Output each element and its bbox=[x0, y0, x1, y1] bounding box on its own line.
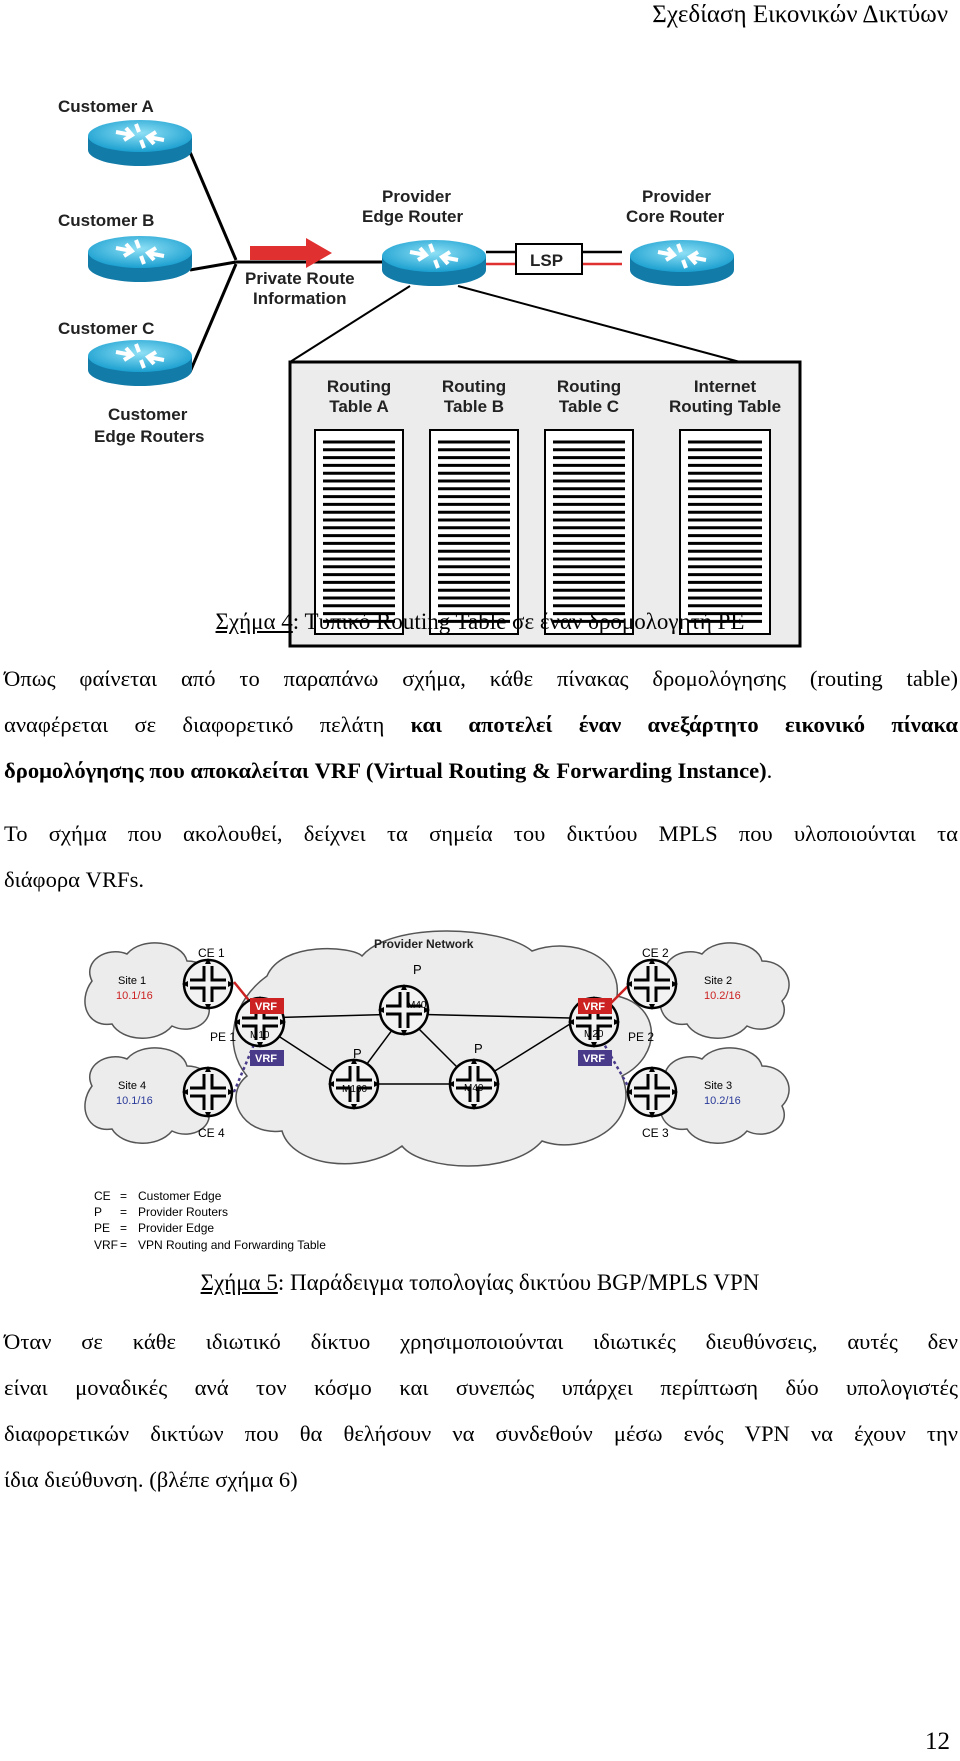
pe1-label: PE 1 bbox=[210, 1030, 236, 1044]
customer-a-router-icon bbox=[86, 118, 194, 168]
figure-5-caption: Σχήμα 5: Παράδειγμα τοπολογίας δικτύου B… bbox=[0, 1269, 960, 1297]
private-route-arrow-icon bbox=[250, 238, 332, 268]
ce3-label: CE 3 bbox=[642, 1126, 669, 1140]
figure-5-diagram: Provider Network M10 M20 M40 M160 M40 P … bbox=[84, 930, 790, 1252]
site-4-net: 10.1/16 bbox=[116, 1095, 153, 1107]
provider-core-label-2: Core Router bbox=[626, 207, 725, 226]
paragraph-1-line-2-bold: και αποτελεί έναν ανεξάρτητο εικονικό πί… bbox=[410, 712, 958, 737]
site-3-net: 10.2/16 bbox=[704, 1095, 741, 1107]
vrf-red-label-right: VRF bbox=[583, 1001, 605, 1013]
figure-4-caption-text: : Τυπικό Routing Table σε έναν δρομολογη… bbox=[292, 609, 745, 634]
provider-network-cloud bbox=[232, 930, 653, 1167]
provider-edge-router-icon bbox=[380, 238, 488, 288]
site-3-label: Site 3 bbox=[704, 1080, 732, 1092]
provider-core-router-icon bbox=[628, 238, 736, 288]
paragraph-1-line-2-normal: αναφέρεται σε διαφορετικό πελάτη bbox=[4, 712, 411, 737]
ce1-label: CE 1 bbox=[198, 946, 225, 960]
site-1-label: Site 1 bbox=[118, 975, 146, 987]
customer-c-router-icon bbox=[86, 338, 194, 388]
vrf-red-label-left: VRF bbox=[255, 1001, 277, 1013]
p-label-right: P bbox=[474, 1041, 483, 1056]
paragraph-1: Όπως φαίνεται από το παραπάνω σχήμα, κάθ… bbox=[4, 656, 958, 794]
legend-abbr-vrf: VRF bbox=[94, 1238, 118, 1252]
site-2-label: Site 2 bbox=[704, 975, 732, 987]
legend-desc-p: Provider Routers bbox=[138, 1205, 228, 1219]
pe2-label: PE 2 bbox=[628, 1030, 654, 1044]
provider-edge-label-2: Edge Router bbox=[362, 207, 463, 226]
figure-5-legend: CE = Customer Edge P = Provider Routers … bbox=[94, 1189, 326, 1252]
p-label-left: P bbox=[353, 1046, 362, 1061]
m20-label: M20 bbox=[584, 1029, 604, 1040]
lsp-label: LSP bbox=[530, 251, 563, 270]
legend-eq-p: = bbox=[120, 1205, 127, 1219]
m40-right-label: M40 bbox=[464, 1083, 484, 1094]
legend-desc-vrf: VPN Routing and Forwarding Table bbox=[138, 1238, 326, 1252]
customer-c-label: Customer C bbox=[58, 319, 154, 338]
routing-table-subtitle-0: Table A bbox=[329, 397, 389, 416]
customer-b-router-icon bbox=[86, 234, 194, 284]
routing-table-title-0: Routing bbox=[327, 377, 391, 396]
routing-table-subtitle-1: Table B bbox=[444, 397, 504, 416]
paragraph-1-line-2: αναφέρεται σε διαφορετικό πελάτη και απο… bbox=[4, 702, 958, 748]
routing-table-title-3: Internet bbox=[694, 377, 757, 396]
paragraph-3-line-3: διαφορετικών δικτύων που θα θελήσουν να … bbox=[4, 1421, 958, 1446]
customer-edge-label-1: Customer bbox=[108, 405, 188, 424]
routing-table-title-1: Routing bbox=[442, 377, 506, 396]
page-header: Σχεδίαση Εικονικών Δικτύων bbox=[652, 1, 948, 28]
legend-eq-pe: = bbox=[120, 1221, 127, 1235]
paragraph-3-line-4: ίδια διεύθυνση. (βλέπε σχήμα 6) bbox=[4, 1467, 298, 1492]
figure-4-caption-prefix: Σχήμα 4 bbox=[215, 609, 293, 634]
provider-edge-label-1: Provider bbox=[382, 187, 451, 206]
m40-top-label: M40 bbox=[407, 1000, 427, 1011]
paragraph-1-line-3-end: . bbox=[766, 758, 773, 783]
paragraph-2: Το σχήμα που ακολουθεί, δείχνει τα σημεί… bbox=[4, 811, 958, 903]
private-route-label-1: Private Route bbox=[245, 269, 355, 288]
site-1-net: 10.1/16 bbox=[116, 990, 153, 1002]
routing-table-subtitle-2: Table C bbox=[559, 397, 619, 416]
page-number: 12 bbox=[925, 1728, 950, 1755]
legend-eq-ce: = bbox=[120, 1189, 127, 1203]
legend-abbr-p: P bbox=[94, 1205, 102, 1219]
m10-label: M10 bbox=[250, 1030, 270, 1041]
provider-network-label: Provider Network bbox=[374, 937, 474, 951]
private-route-label-2: Information bbox=[253, 289, 347, 308]
paragraph-1-line-1: Όπως φαίνεται από το παραπάνω σχήμα, κάθ… bbox=[4, 666, 958, 691]
legend-desc-pe: Provider Edge bbox=[138, 1221, 214, 1235]
m160-label: M160 bbox=[342, 1084, 367, 1095]
p-label-top: P bbox=[413, 962, 422, 977]
paragraph-3-line-2: είναι μοναδικές ανά τον κόσμο και συνεπώ… bbox=[4, 1375, 958, 1400]
routing-table-box-0 bbox=[314, 429, 404, 635]
customer-a-label: Customer A bbox=[58, 97, 154, 116]
routing-table-box-3 bbox=[679, 429, 771, 635]
site-3-cloud bbox=[659, 1047, 790, 1144]
routing-table-box-2 bbox=[544, 429, 634, 635]
site-2-cloud bbox=[659, 942, 790, 1039]
customer-b-label: Customer B bbox=[58, 211, 154, 230]
provider-core-label-1: Provider bbox=[642, 187, 711, 206]
figure-4-caption: Σχήμα 4: Τυπικό Routing Table σε έναν δρ… bbox=[0, 608, 960, 636]
figure-4-diagram: Customer A Customer B Customer C Custome… bbox=[58, 97, 802, 648]
legend-eq-vrf: = bbox=[120, 1238, 127, 1252]
site-4-label: Site 4 bbox=[118, 1080, 146, 1092]
ce4-label: CE 4 bbox=[198, 1126, 225, 1140]
paragraph-3-line-1: Όταν σε κάθε ιδιωτικό δίκτυο χρησιμοποιο… bbox=[4, 1329, 958, 1354]
ce2-label: CE 2 bbox=[642, 946, 669, 960]
paragraph-3: Όταν σε κάθε ιδιωτικό δίκτυο χρησιμοποιο… bbox=[4, 1319, 958, 1503]
paragraph-1-line-3-bold: δρομολόγησης που αποκαλείται VRF (Virtua… bbox=[4, 758, 767, 783]
vrf-blue-label-right: VRF bbox=[583, 1053, 605, 1065]
paragraph-2-line-2: διάφορα VRFs. bbox=[4, 867, 145, 892]
vrf-blue-label-left: VRF bbox=[255, 1053, 277, 1065]
routing-table-box-1 bbox=[429, 429, 519, 635]
routing-table-title-2: Routing bbox=[557, 377, 621, 396]
customer-edge-label-2: Edge Routers bbox=[94, 427, 205, 446]
site-2-net: 10.2/16 bbox=[704, 990, 741, 1002]
legend-abbr-pe: PE bbox=[94, 1221, 110, 1235]
paragraph-1-line-3: δρομολόγησης που αποκαλείται VRF (Virtua… bbox=[4, 748, 958, 794]
routing-table-subtitle-3: Routing Table bbox=[669, 397, 781, 416]
figure-5-caption-text: : Παράδειγμα τοπολογίας δικτύου BGP/MPLS… bbox=[277, 1270, 760, 1295]
paragraph-2-line-1: Το σχήμα που ακολουθεί, δείχνει τα σημεί… bbox=[4, 821, 958, 846]
legend-abbr-ce: CE bbox=[94, 1189, 111, 1203]
figure-5-caption-prefix: Σχήμα 5 bbox=[200, 1270, 278, 1295]
legend-desc-ce: Customer Edge bbox=[138, 1189, 222, 1203]
